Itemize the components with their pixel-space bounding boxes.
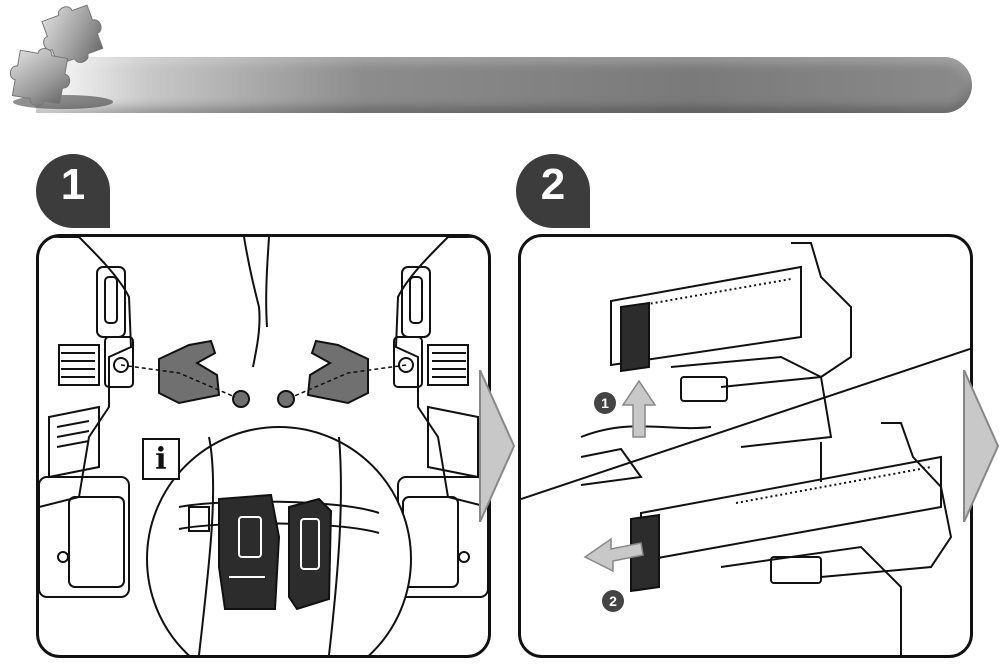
info-icon: i — [142, 438, 180, 480]
header-bar — [36, 57, 972, 113]
step-2-illustration: 1 2 — [518, 234, 973, 658]
step-1-illustration — [36, 234, 491, 658]
step-badge-1: 1 — [36, 154, 110, 228]
magazine-removal-illustration: 1 2 — [521, 242, 970, 655]
belt-clip-illustration — [39, 237, 488, 655]
step-badge-2: 2 — [516, 154, 590, 228]
next-step-arrow-icon — [479, 370, 516, 522]
puzzle-pieces-icon — [9, 4, 113, 109]
callout-2: 2 — [609, 593, 617, 609]
next-step-arrow-icon — [963, 370, 1000, 522]
callout-1: 1 — [601, 395, 609, 411]
